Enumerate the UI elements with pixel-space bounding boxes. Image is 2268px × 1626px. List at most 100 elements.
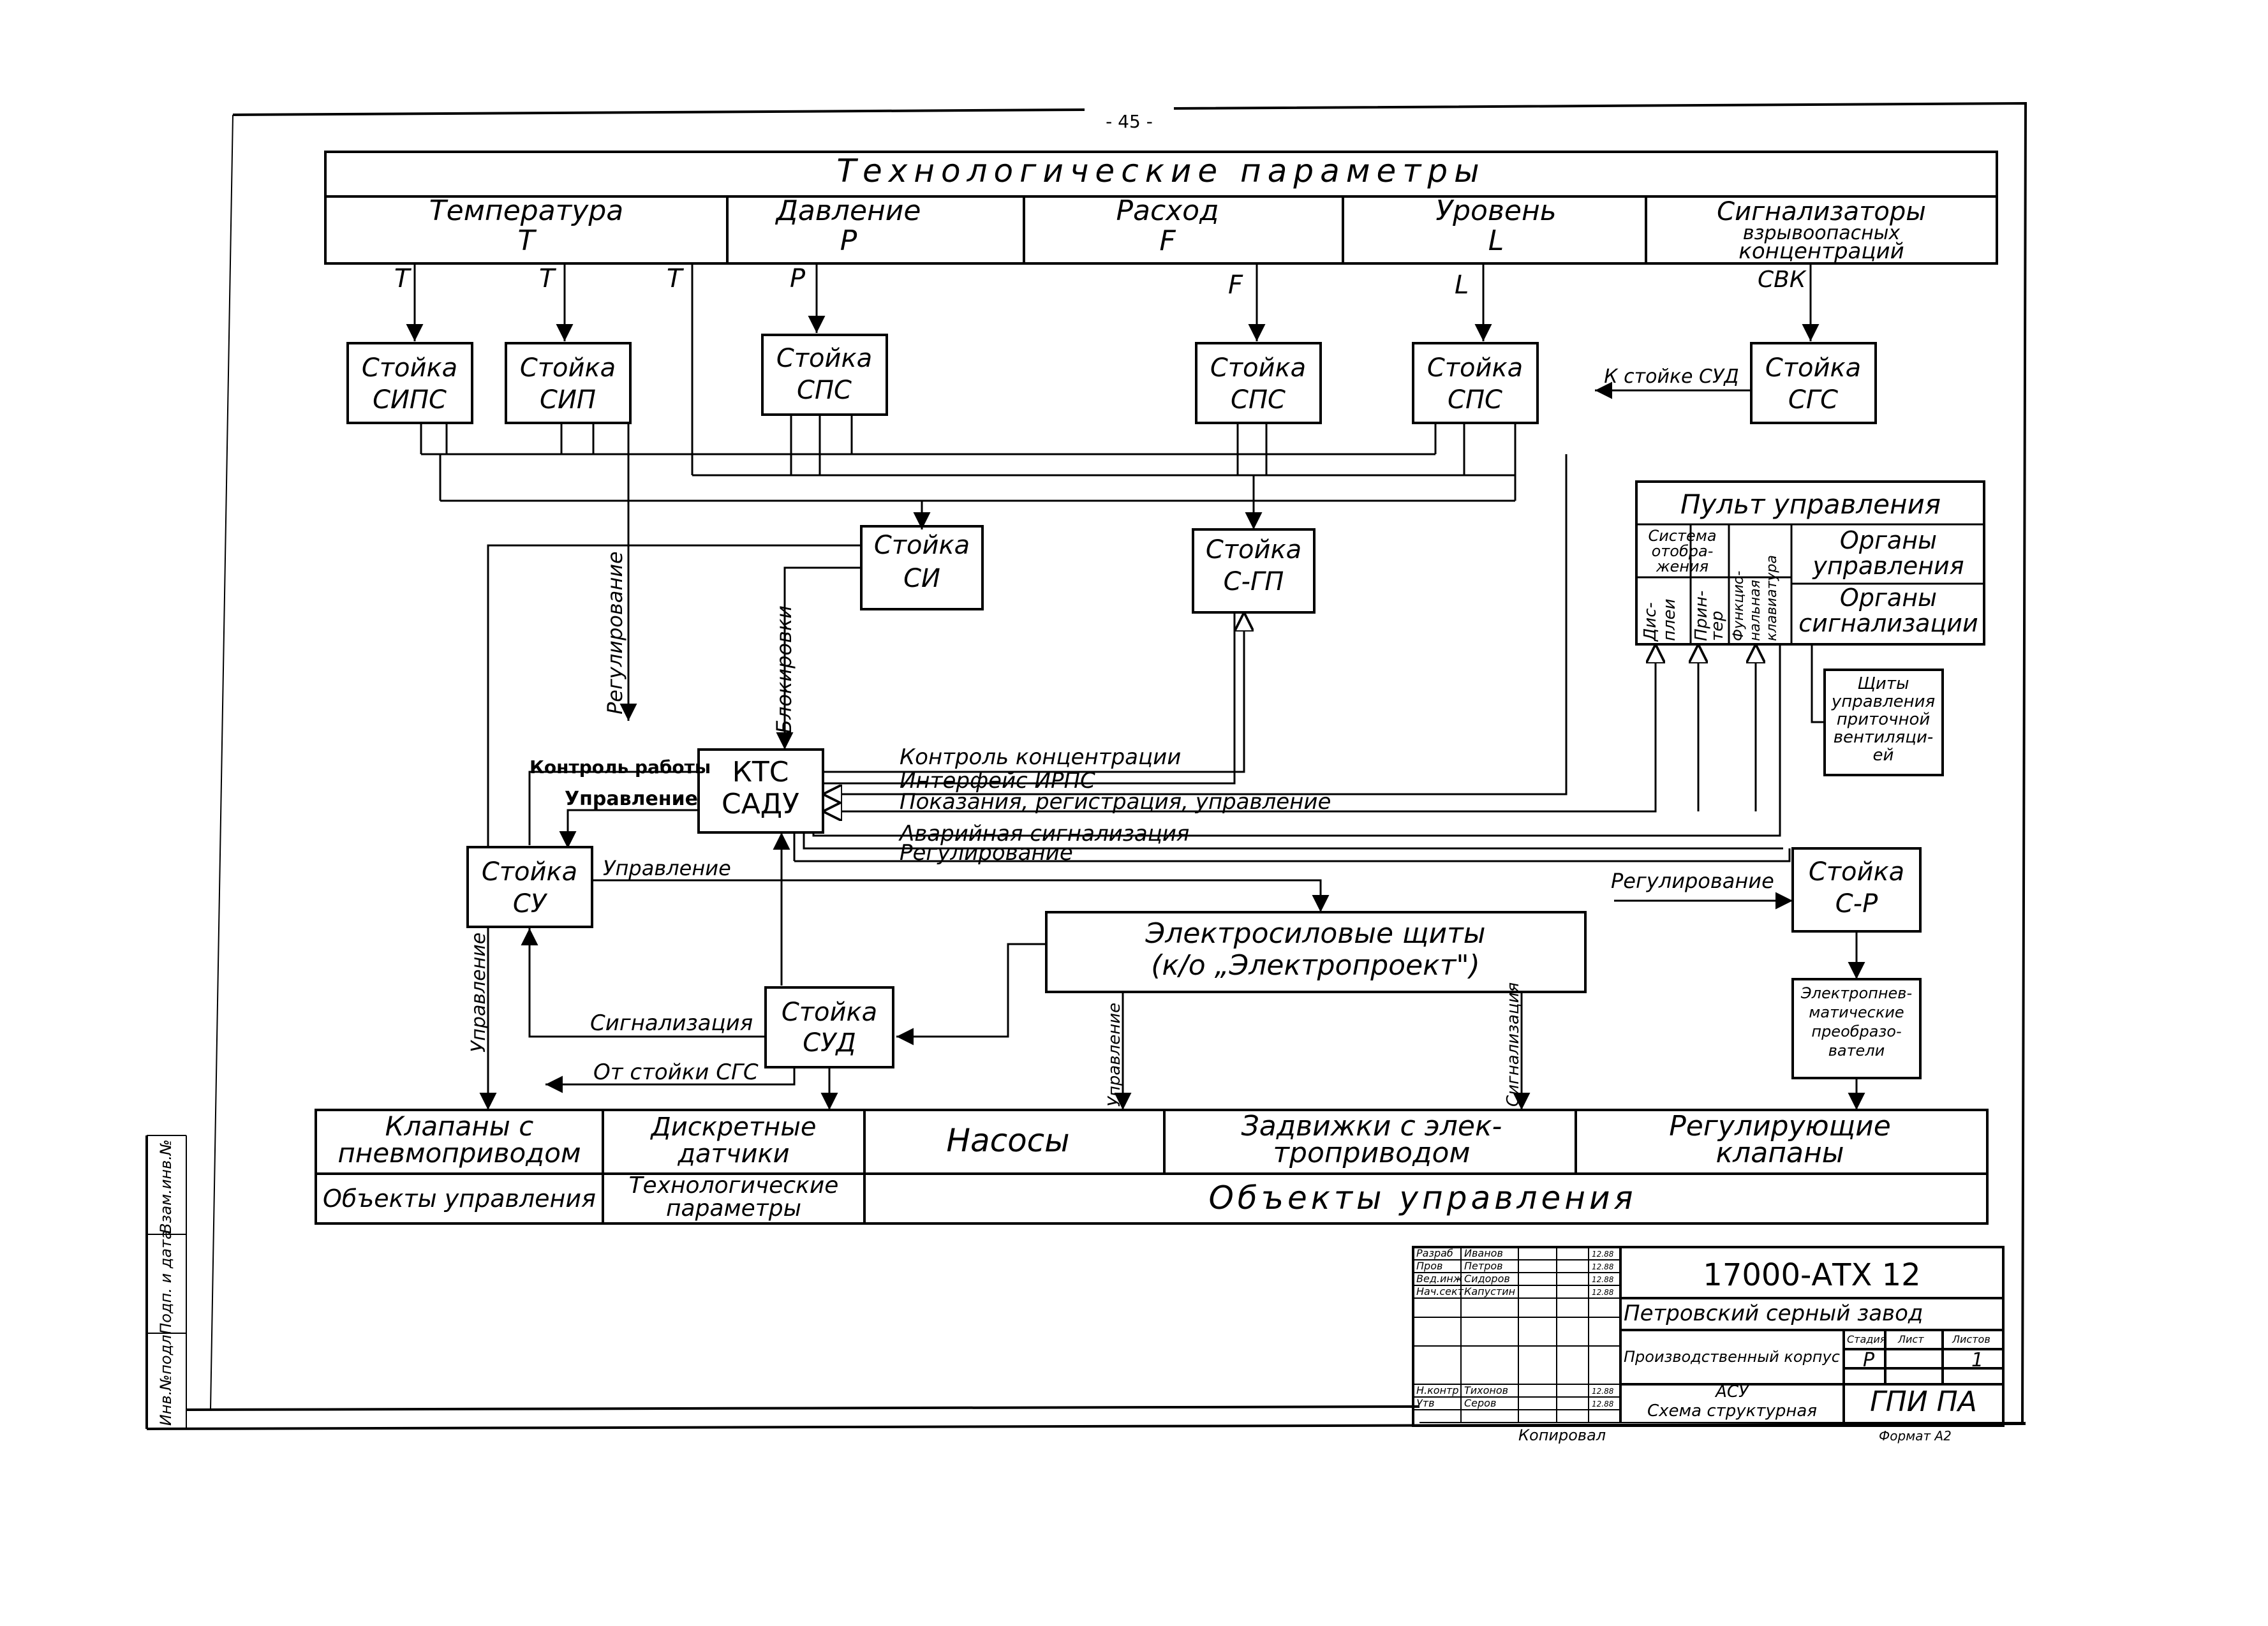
power-panels-2: (к/о „Электропроект") (1151, 949, 1480, 982)
rack-si-code: СИ (903, 564, 940, 593)
control-conc-label: Контроль концентрации (900, 744, 1181, 770)
side-stamp: Инв.№подл. Подп. и дата Взам.инв.№ (157, 1139, 175, 1426)
title-block: Разраб Пров Вед.инж Нач.сект Н.контр Утв… (1412, 1246, 2005, 1444)
rack-sps-1-label: Стойка (776, 344, 872, 373)
tb-copied: Копировал (1518, 1426, 1606, 1444)
rack-su-label: Стойка (482, 857, 577, 887)
param-flow: Расход (1116, 195, 1219, 227)
param-gas-alarm-1: Сигнализаторы (1717, 197, 1926, 226)
obj-reg-valves-2: клапаны (1716, 1137, 1844, 1169)
rack-sud: Стойка СУД Сигнализация От стойки СГС (545, 986, 894, 1110)
console-display-1: Дис- (1641, 602, 1660, 642)
rack-sps-2 (1195, 342, 1322, 424)
obj-valves-2: пневмоприводом (337, 1137, 581, 1169)
ktc-sadu-box: КТС САДУ (697, 748, 824, 834)
param-flow-symbol: F (1159, 225, 1176, 257)
rack-sips-code: СИПС (373, 385, 447, 415)
obj-sensors-2: датчики (677, 1139, 789, 1169)
tb-name-7: Тихонов (1464, 1384, 1508, 1396)
vent-panels-1: Щиты (1857, 674, 1909, 693)
rack-sips (346, 342, 473, 424)
tech-params-title: Технологические параметры (836, 152, 1485, 189)
control-console: Пульт управления Система отобра- жения Д… (1635, 480, 1985, 646)
rack-sip-label: Стойка (520, 353, 616, 383)
rack-sps-1 (761, 334, 888, 416)
vent-panels-2: управления (1831, 692, 1935, 711)
regulation-sr-label: Регулирование (1611, 869, 1774, 893)
tb-name-1: Иванов (1464, 1247, 1503, 1259)
ktc-connections: Блокировки Контроль концентрации Интерфе… (528, 454, 1791, 986)
tb-building: Производственный корпус (1624, 1348, 1840, 1366)
control-label-2: Управление (603, 856, 731, 880)
console-keyboard-3: клавиатура (1764, 555, 1780, 641)
control-vertical-1: Управление (468, 933, 490, 1053)
console-printer-1: Прин- (1692, 591, 1711, 641)
console-signaling-1: Органы (1840, 584, 1937, 612)
rack-sr-code: С-Р (1835, 889, 1878, 919)
rack-sr-label: Стойка (1809, 857, 1904, 887)
header-signal-lines: T T T P F L СВК (394, 263, 1820, 475)
param-temperature: Температура (429, 195, 623, 227)
ktc-label: КТС (732, 756, 789, 788)
tb-doc-title-2: Схема структурная (1647, 1401, 1817, 1421)
rack-sip-code: СИП (540, 385, 596, 415)
sig-f: F (1228, 270, 1243, 300)
rack-su: Стойка СУ Управление Управление (466, 544, 1330, 1110)
blocking-vertical-label: Блокировки (772, 605, 796, 734)
tb-name-3: Сидоров (1464, 1273, 1510, 1285)
collector-buses: Регулирование (420, 415, 1516, 721)
tech-params-block: Технологические параметры Температура T … (324, 151, 1998, 265)
console-keyboard-2: нальная (1747, 580, 1763, 641)
signaling-label: Сигнализация (590, 1010, 753, 1036)
obj-control-main: Объекты управления (1208, 1179, 1636, 1216)
tb-name-2: Петров (1464, 1260, 1503, 1272)
sig-t2: T (539, 264, 557, 293)
tb-date-2: 12.88 (1592, 1262, 1614, 1271)
regulation-vertical-label: Регулирование (603, 551, 627, 714)
tb-date-3: 12.88 (1592, 1275, 1614, 1284)
console-signaling-2: сигнализации (1798, 609, 1978, 637)
to-sud-label: К стойке СУД (1604, 366, 1738, 388)
tb-role-8: Утв (1416, 1397, 1435, 1409)
rack-sgp (1192, 528, 1316, 614)
rack-sps-1-code: СПС (797, 376, 852, 405)
tb-role-4: Нач.сект (1416, 1285, 1464, 1297)
tb-format: Формат А2 (1879, 1428, 1952, 1444)
rack-si-label: Стойка (874, 531, 970, 560)
rack-sud-code: СУД (803, 1028, 856, 1058)
obj-tech-params-1: Технологические (629, 1172, 839, 1199)
tb-stage-label: Стадия (1847, 1333, 1886, 1345)
page-number: - 45 - (1106, 111, 1153, 132)
rack-sps-2-code: СПС (1231, 385, 1286, 415)
tb-name-8: Серов (1464, 1397, 1496, 1409)
console-keyboard-1: Функцио- (1731, 571, 1747, 641)
tb-date-4: 12.88 (1592, 1288, 1614, 1297)
sig-t3: T (667, 264, 685, 293)
emergency-label: Аварийная сигнализация (898, 821, 1189, 846)
param-gas-alarm-2: взрывоопасных (1743, 222, 1901, 244)
console-printer-2: тер (1708, 610, 1727, 641)
console-controls-2: управления (1812, 552, 1964, 580)
console-controls-1: Органы (1840, 526, 1937, 554)
side-stamp-replace: Взам.инв.№ (157, 1139, 175, 1234)
sig-l: L (1455, 270, 1469, 300)
rack-sud-label: Стойка (782, 998, 877, 1027)
obj-gate-valves-1: Задвижки с элек- (1241, 1110, 1502, 1142)
regulation-line-label: Регулирование (900, 840, 1073, 866)
obj-control-left: Объекты управления (323, 1185, 596, 1213)
obj-reg-valves-1: Регулирующие (1669, 1110, 1891, 1142)
from-sgs-label: От стойки СГС (593, 1060, 759, 1085)
param-pressure: Давление (775, 195, 921, 227)
vent-panels-5: ей (1873, 746, 1894, 765)
rack-sr: Стойка С-Р Регулирование (1611, 847, 1922, 979)
signaling-vertical: Сигнализация (1504, 982, 1523, 1107)
rack-sps-3-code: СПС (1448, 385, 1502, 415)
rack-sips-label: Стойка (362, 353, 457, 383)
readings-label: Показания, регистрация, управление (900, 789, 1331, 815)
rack-sps-2-label: Стойка (1210, 353, 1306, 383)
param-level-symbol: L (1488, 225, 1504, 257)
control-label-1: Управление (565, 788, 698, 810)
rack-sgp-code: С-ГП (1224, 567, 1284, 596)
